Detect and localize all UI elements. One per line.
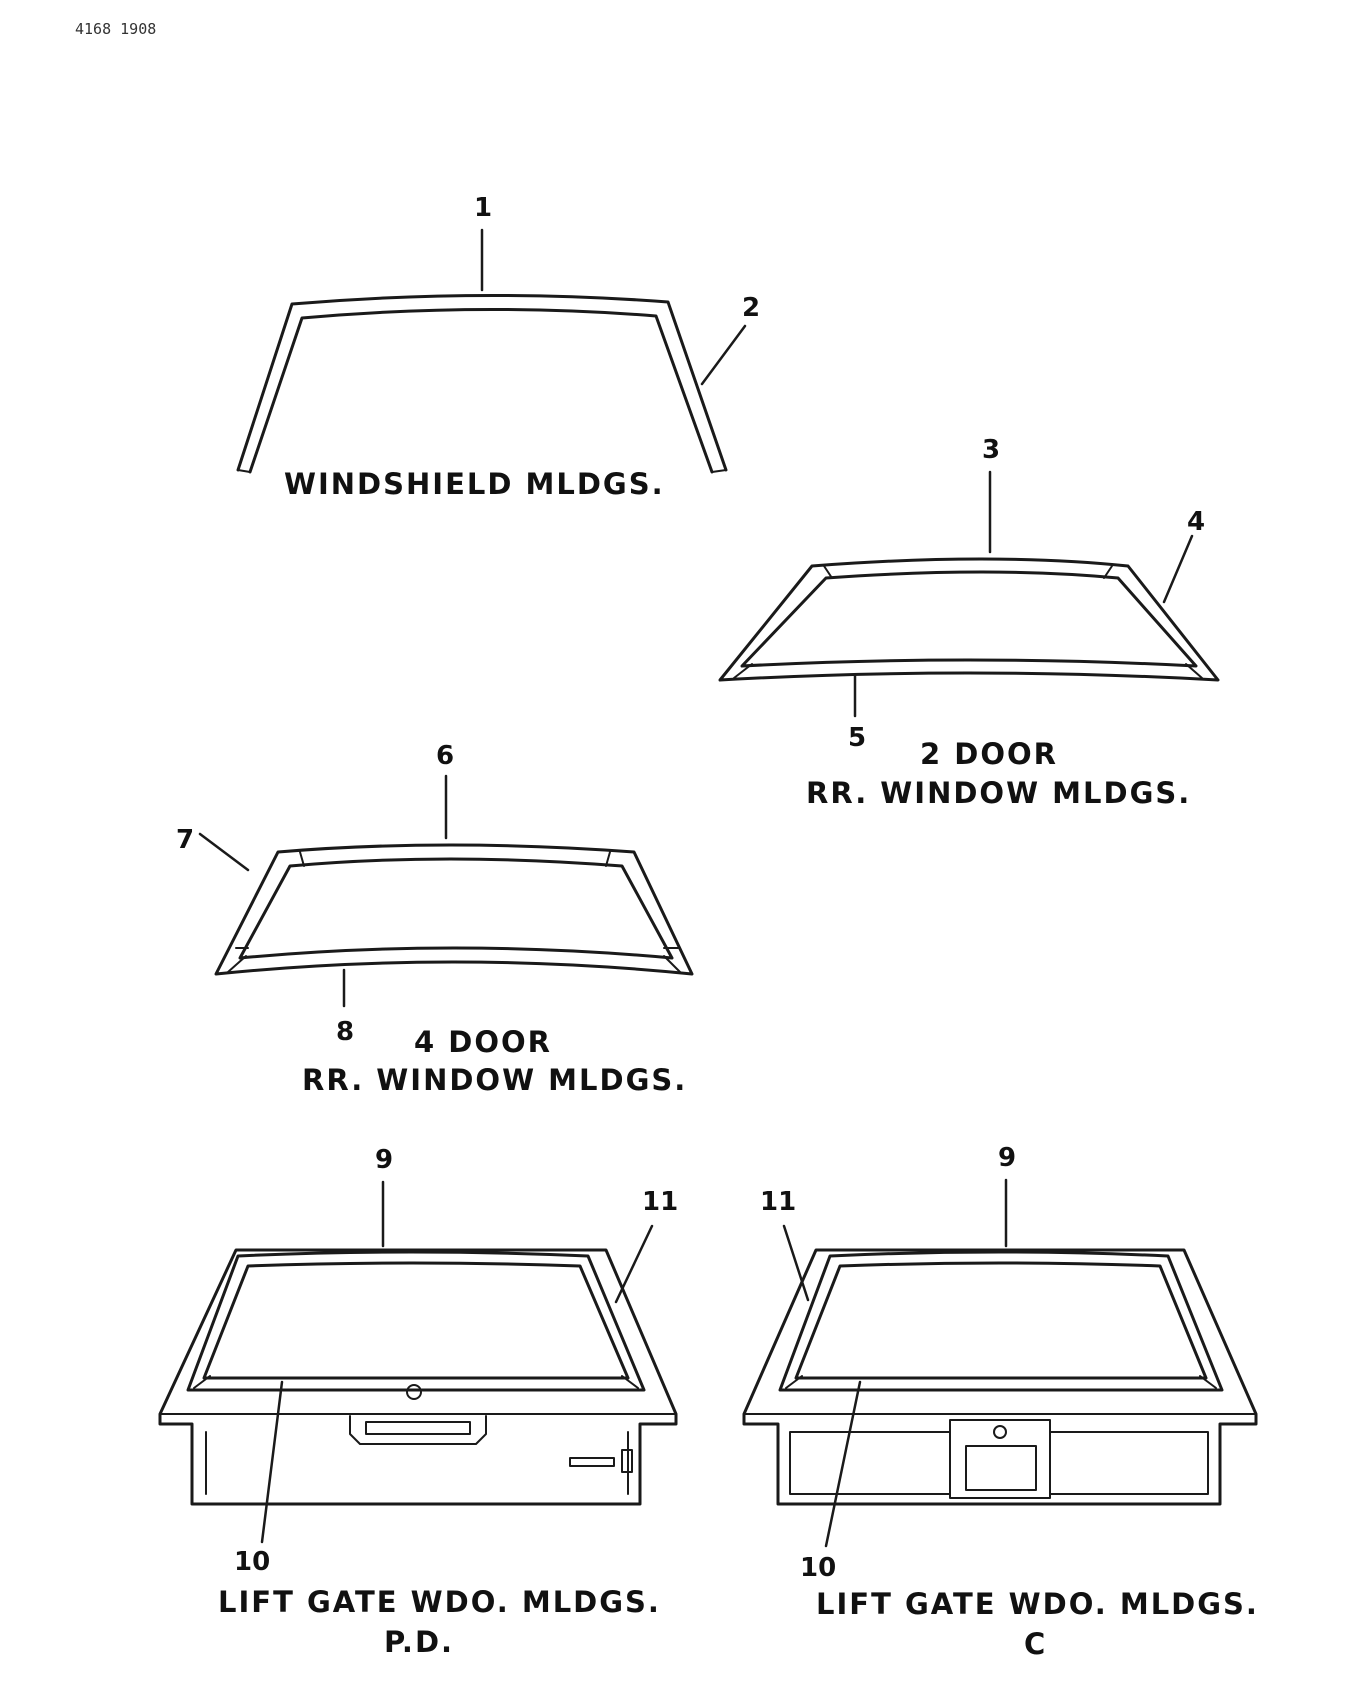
liftgate-pd-corner-right: [621, 1375, 639, 1389]
liftgate-pd-molding-inner: [202, 1261, 630, 1380]
callout-9b: 9: [998, 1143, 1016, 1173]
callout-11b: 11: [760, 1187, 796, 1217]
liftgate-pd-emblem: [406, 1384, 422, 1400]
liftgate-c-molding-inner: [794, 1261, 1208, 1380]
liftgate-c-license-plate: [965, 1445, 1037, 1491]
windshield-moldings: 1 2 WINDSHIELD MLDGS.: [236, 193, 760, 501]
two-door-joint-left: [823, 565, 833, 579]
leader-11a: [614, 1224, 654, 1304]
liftgate-c-license-recess: [949, 1419, 1051, 1499]
windshield-end-right: [711, 469, 727, 473]
liftgate-c-molding-outer: [778, 1250, 1224, 1392]
callout-1: 1: [474, 193, 492, 223]
liftgate-pd-moldings: 9 11 10 LIFT GATE WDO. MLDGS. P.D.: [158, 1145, 678, 1659]
callout-5: 5: [848, 723, 866, 753]
caption-windshield: WINDSHIELD MLDGS.: [284, 467, 665, 501]
four-door-rear-window-moldings: 6 7 8 4 DOOR RR. WINDOW MLDGS.: [176, 741, 694, 1097]
liftgate-pd-latch: [621, 1449, 633, 1473]
caption-liftgate-c-line1: LIFT GATE WDO. MLDGS.: [816, 1587, 1259, 1621]
leader-11b: [782, 1224, 810, 1302]
leader-4: [1162, 534, 1194, 604]
caption-liftgate-pd-line1: LIFT GATE WDO. MLDGS.: [218, 1585, 661, 1619]
leader-2: [700, 324, 747, 386]
callout-4: 4: [1187, 507, 1205, 537]
leader-10a: [260, 1380, 284, 1544]
two-door-joint-right: [1103, 565, 1113, 579]
callout-8: 8: [336, 1017, 354, 1047]
liftgate-pd-molding-outer: [186, 1250, 646, 1392]
liftgate-c-corner-left: [785, 1375, 803, 1389]
liftgate-c-emblem: [993, 1425, 1007, 1439]
liftgate-pd-lock: [569, 1457, 615, 1467]
liftgate-pd-handle-recess: [349, 1415, 487, 1445]
caption-liftgate-pd-line2: P.D.: [384, 1625, 454, 1659]
callout-10b: 10: [800, 1553, 836, 1583]
caption-liftgate-c-line2: C: [1024, 1627, 1047, 1661]
four-door-joint-left: [299, 851, 305, 867]
liftgate-c-panel-right: [1049, 1431, 1209, 1495]
liftgate-pd-gate-outline: [158, 1248, 678, 1506]
two-door-molding-outer: [718, 557, 1220, 682]
callout-9a: 9: [375, 1145, 393, 1175]
windshield-molding-inner: [248, 307, 714, 474]
callout-2: 2: [742, 293, 760, 323]
caption-two-door-line2: RR. WINDOW MLDGS.: [806, 776, 1191, 810]
caption-four-door-line2: RR. WINDOW MLDGS.: [302, 1063, 687, 1097]
liftgate-c-gate-outline: [742, 1248, 1258, 1506]
leader-7: [198, 832, 250, 872]
document-id: 4168 1908: [75, 20, 156, 38]
two-door-rear-window-moldings: 3 4 5 2 DOOR RR. WINDOW MLDGS.: [718, 435, 1220, 810]
caption-four-door-line1: 4 DOOR: [414, 1025, 552, 1059]
callout-11a: 11: [642, 1187, 678, 1217]
windshield-molding-outer: [236, 293, 728, 472]
two-door-corner-right: [1185, 663, 1203, 679]
liftgate-pd-corner-left: [193, 1375, 211, 1389]
liftgate-c-panel-left: [789, 1431, 951, 1495]
liftgate-c-moldings: 9 11 10 LIFT GATE WDO. MLDGS. C: [742, 1143, 1259, 1661]
four-door-joint-right: [605, 851, 611, 867]
four-door-corner-right: [663, 955, 681, 973]
caption-two-door-line1: 2 DOOR: [920, 737, 1058, 771]
callout-6: 6: [436, 741, 454, 771]
four-door-corner-left: [227, 955, 247, 973]
four-door-molding-inner: [238, 857, 674, 960]
leader-10b: [824, 1380, 862, 1548]
windshield-end-left: [237, 469, 251, 473]
two-door-molding-inner: [740, 570, 1198, 668]
liftgate-c-corner-right: [1199, 1375, 1217, 1389]
two-door-corner-left: [733, 663, 753, 679]
liftgate-pd-handle: [365, 1421, 471, 1435]
four-door-molding-outer: [214, 843, 694, 976]
callout-3: 3: [982, 435, 1000, 465]
callout-7: 7: [176, 825, 194, 855]
callout-10a: 10: [234, 1547, 270, 1577]
